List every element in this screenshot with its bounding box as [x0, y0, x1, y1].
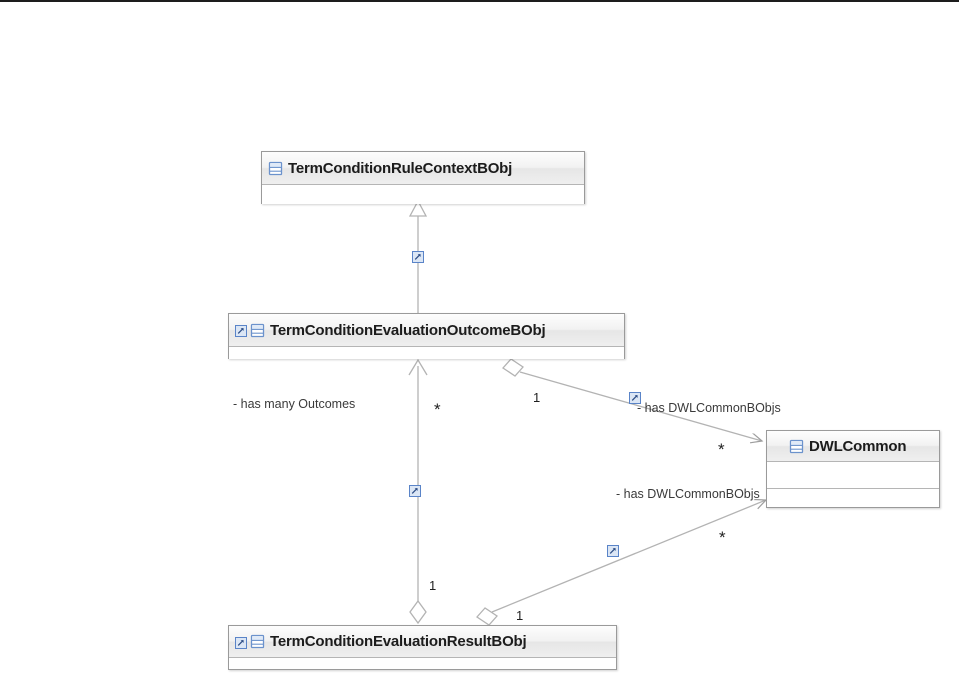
multiplicity-one-result-dwlcommon: 1 — [516, 608, 524, 623]
uml-attributes-compartment — [229, 347, 624, 359]
top-border-rule — [0, 0, 959, 2]
uml-class-dwl-common[interactable]: DWLCommon — [766, 430, 940, 508]
uml-class-name: TermConditionEvaluationOutcomeBObj — [270, 321, 546, 339]
uml-class-header: TermConditionEvaluationResultBObj — [229, 626, 616, 658]
uml-class-name: TermConditionRuleContextBObj — [288, 159, 513, 177]
multiplicity-star-dwlcommon-lower: * — [719, 528, 726, 547]
edge-label-has-many-outcomes: - has many Outcomes — [233, 397, 356, 411]
uml-class-evaluation-outcome[interactable]: TermConditionEvaluationOutcomeBObj — [228, 313, 625, 359]
uml-class-header: TermConditionEvaluationOutcomeBObj — [229, 314, 624, 347]
multiplicity-star-dwlcommon-upper: * — [718, 440, 725, 459]
edge-result-has-outcomes — [408, 358, 428, 625]
edge-generalization — [408, 199, 428, 313]
edge-label-has-dwlcommon-lower: - has DWLCommonBObjs — [616, 487, 760, 501]
multiplicity-star-outcomes: * — [434, 400, 441, 419]
outcomes-edge-badge-icon[interactable] — [409, 484, 421, 497]
upper-dwlcommon-edge-badge-icon[interactable] — [629, 391, 641, 404]
uml-operations-compartment — [767, 488, 939, 507]
multiplicity-one-outcome-diamond: 1 — [533, 390, 541, 405]
uml-attributes-compartment — [767, 462, 939, 488]
class-icon — [250, 634, 265, 649]
uml-class-header: DWLCommon — [767, 431, 939, 462]
uml-class-rule-context[interactable]: TermConditionRuleContextBObj — [261, 151, 585, 204]
class-icon — [268, 161, 283, 176]
uml-class-name: TermConditionEvaluationResultBObj — [270, 633, 527, 650]
uml-attributes-compartment — [262, 185, 584, 204]
edge-result-has-dwlcommon — [476, 500, 766, 626]
uml-class-evaluation-result[interactable]: TermConditionEvaluationResultBObj — [228, 625, 617, 670]
shortcut-badge-icon — [235, 636, 247, 649]
uml-class-header: TermConditionRuleContextBObj — [262, 152, 584, 185]
generalization-edge-badge-icon[interactable] — [412, 250, 424, 263]
class-icon — [789, 439, 804, 454]
uml-class-name: DWLCommon — [809, 437, 907, 455]
edge-outcome-has-dwlcommon — [502, 358, 762, 441]
edge-label-has-dwlcommon-upper: - has DWLCommonBObjs — [637, 401, 781, 415]
class-icon — [250, 323, 265, 338]
multiplicity-one-result-outcomes: 1 — [429, 578, 437, 593]
lower-dwlcommon-edge-badge-icon[interactable] — [607, 544, 619, 557]
shortcut-badge-icon — [235, 324, 247, 337]
uml-attributes-compartment — [229, 658, 616, 669]
